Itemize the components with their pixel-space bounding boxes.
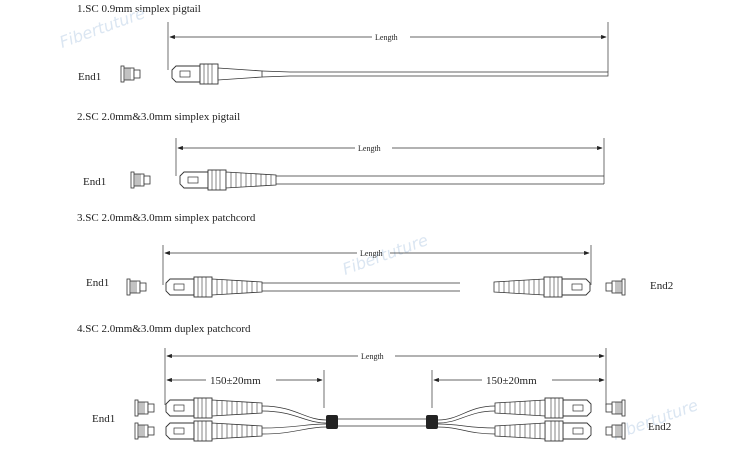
section-4-end1-label: End1: [92, 413, 116, 425]
section-4-length-label: Length: [361, 352, 384, 361]
section-4-end2-label: End2: [648, 421, 672, 433]
section-1-title: 1.SC 0.9mm simplex pigtail: [77, 3, 201, 15]
section-3-end1-label: End1: [86, 277, 110, 289]
section-3-length-label: Length: [360, 249, 383, 258]
section-4-title: 4.SC 2.0mm&3.0mm duplex patchcord: [77, 323, 251, 335]
section-4-breakout-right-label: 150±20mm: [486, 375, 537, 387]
watermark-2: Fibertuture: [340, 230, 431, 279]
section-3-drawing: Length: [126, 245, 626, 298]
section-2-title: 2.SC 2.0mm&3.0mm simplex pigtail: [77, 111, 241, 123]
section-3-end2-label: End2: [650, 280, 674, 292]
section-2-end1-label: End1: [83, 176, 107, 188]
section-4-breakout-left-label: 150±20mm: [210, 375, 261, 387]
section-2-length-label: Length: [358, 144, 381, 153]
watermark-1: Fibertuture: [57, 3, 148, 52]
section-1-drawing: Length: [120, 22, 609, 85]
section-1-end1-label: End1: [78, 71, 102, 83]
section-3-title: 3.SC 2.0mm&3.0mm simplex patchcord: [77, 212, 256, 224]
section-2-drawing: Length: [130, 138, 605, 191]
section-4-drawing: Length 150±20mm 150±20mm: [134, 348, 626, 442]
section-1-length-label: Length: [375, 33, 398, 42]
